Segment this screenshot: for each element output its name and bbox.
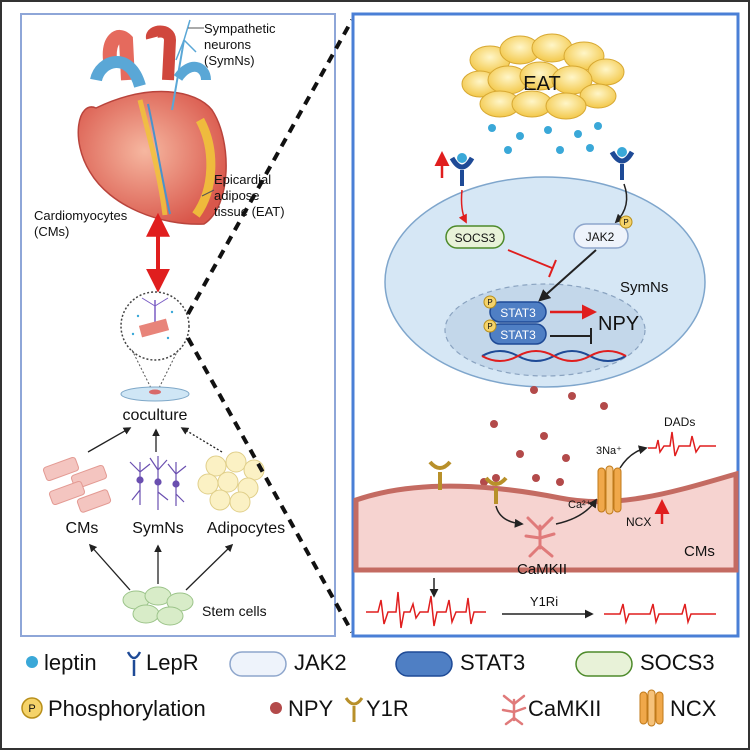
legend-ncx-label: NCX [670,696,717,721]
y1r-receptor-left [428,460,452,490]
stat3-top-phospho-label: P [487,298,492,307]
label-eat-line3: tissue (EAT) [214,204,285,219]
label-symns-line1: Sympathetic [204,21,276,36]
stat3-bottom-phospho-label: P [487,322,492,331]
label-symns-line3: (SymNs) [204,53,255,68]
label-stem-cells: Stem cells [202,603,267,619]
legend-camkii-label: CaMKII [528,696,601,721]
label-eat-line2: adipose [214,188,260,203]
legend: leptin LepR JAK2 STAT3 SOCS3 P Phosphory… [21,650,717,727]
label-ncx-right: NCX [626,515,651,529]
eat-pointer [201,189,215,197]
legend-socs3-label: SOCS3 [640,650,715,675]
right-panel: EAT SOCS3 JAK2 P [351,12,740,638]
legend-stat3-icon [395,651,453,677]
arrow-camkii-ncx [555,498,597,525]
dads-trace [648,431,716,457]
ncx-exchanger [597,465,622,515]
label-coculture: coculture [123,407,188,424]
camkii-molecule [524,516,556,558]
dna-strand [481,350,627,362]
legend-ncx-icon [639,689,664,727]
zoom-line-left [131,349,153,391]
legend-leptin-icon [26,656,38,668]
jak2-pill [573,223,629,249]
arrow-jak2-stat3 [538,249,597,302]
inhibit-socs3-jak2-bar [548,259,557,278]
legend-socs3-icon [575,651,633,677]
legend-y1r-label: Y1R [366,696,409,721]
cms-cells [42,456,112,513]
jak2-phospho-label: P [623,218,628,227]
label-ca: Ca²⁺ [568,499,592,511]
socs3-pill [445,225,505,249]
label-eat: EAT [523,73,560,95]
npy-released [480,386,608,486]
label-na: 3Na⁺ [596,445,622,457]
legend-npy-icon [270,702,282,714]
lepr-receptor-left [449,153,475,186]
zoom-connector-top [186,19,354,315]
legend-phosphorylation-label: Phosphorylation [48,696,206,721]
leptin-molecules [488,122,602,154]
eat-fat-cluster [461,33,625,120]
label-jak2: JAK2 [586,230,615,244]
stat3-bottom-phospho [483,319,497,333]
arrow-stem-adipocytes [185,543,234,591]
stat3-pill-top [489,301,547,323]
label-camkii: CaMKII [517,561,567,578]
arrow-y1r-camkii [495,505,524,528]
magnified-culture-content [131,297,174,340]
label-socs3: SOCS3 [455,231,496,245]
label-symns-line2: neurons [204,37,251,52]
arrow-ncx-dads [619,445,648,469]
label-cms-right: CMs [684,543,715,560]
label-stat3-top: STAT3 [500,306,536,320]
label-eat-line1: Epicardial [214,172,271,187]
symns-neurons [129,456,187,510]
legend-y1r-icon [344,697,364,722]
label-adipocytes: Adipocytes [207,520,285,537]
stem-cells [122,586,194,626]
stat3-top-phospho [483,295,497,309]
label-cardiomyocytes-line1: Cardiomyocytes [34,208,128,223]
label-symns-cell: SymNs [620,279,668,296]
label-cms: CMs [66,520,99,537]
legend-camkii-icon [501,694,527,726]
legend-phosphorylation-icon [21,697,43,719]
label-dads: DADs [664,415,695,429]
normal-ecg-trace [604,603,716,625]
legend-stat3-label: STAT3 [460,650,525,675]
arrow-lepr-socs3 [458,189,467,224]
legend-npy-label: NPY [288,696,334,721]
legend-jak2-icon [229,651,287,677]
legend-leptin-label: leptin [44,650,97,675]
heart-illustration [77,19,227,225]
arrow-stem-cms [88,543,131,591]
legend-lepr-icon [126,651,142,676]
y1r-receptor-right [484,474,508,504]
left-panel: Sympathetic neurons (SymNs) Epicardial a… [20,13,336,637]
label-symns: SymNs [132,520,184,537]
legend-phosphorylation-icon-label: P [28,703,35,715]
lepr-receptor-right [609,147,635,180]
zoom-connector-bottom [186,337,354,633]
arrow-cms-coculture [87,427,132,453]
adipocyte-cells [197,451,265,513]
legend-jak2-label: JAK2 [294,650,347,675]
stat3-pill-bottom [489,323,547,345]
petri-dish-content [149,389,161,395]
label-stat3-bottom: STAT3 [500,328,536,342]
label-y1ri: Y1Ri [530,594,558,609]
zoom-line-right [157,349,179,391]
legend-lepr-label: LepR [146,650,199,675]
label-npy-nucleus: NPY [598,313,639,335]
label-cardiomyocytes-line2: (CMs) [34,224,69,239]
inhibit-socs3-jak2 [507,249,553,269]
arrhythmic-ecg-trace [366,591,486,629]
arrow-lepr-jak2 [614,183,628,224]
jak2-phospho [619,215,633,229]
